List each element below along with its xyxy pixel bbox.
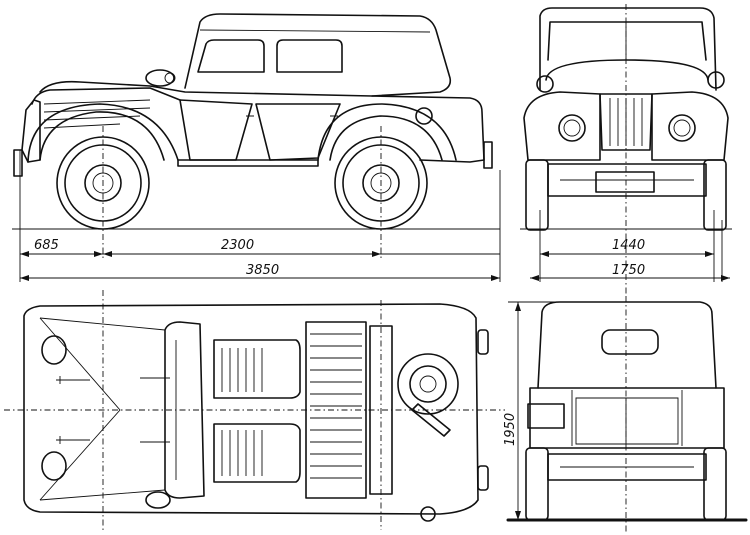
dim-track: 1440 (612, 238, 645, 253)
side-view (12, 13, 500, 260)
top-view (4, 290, 505, 530)
front-view (520, 4, 732, 295)
dim-wheelbase: 2300 (221, 238, 254, 253)
front-dimensions: 1440 1750 (530, 210, 730, 282)
height-dimension: 1950 (503, 301, 560, 520)
dim-overall-length: 3850 (246, 263, 279, 278)
dim-front-overhang: 685 (34, 238, 59, 253)
dim-overall-width: 1750 (612, 263, 645, 278)
rear-view (506, 296, 748, 532)
side-dimensions: 685 2300 3850 (19, 150, 501, 282)
dim-overall-height: 1950 (503, 413, 518, 446)
